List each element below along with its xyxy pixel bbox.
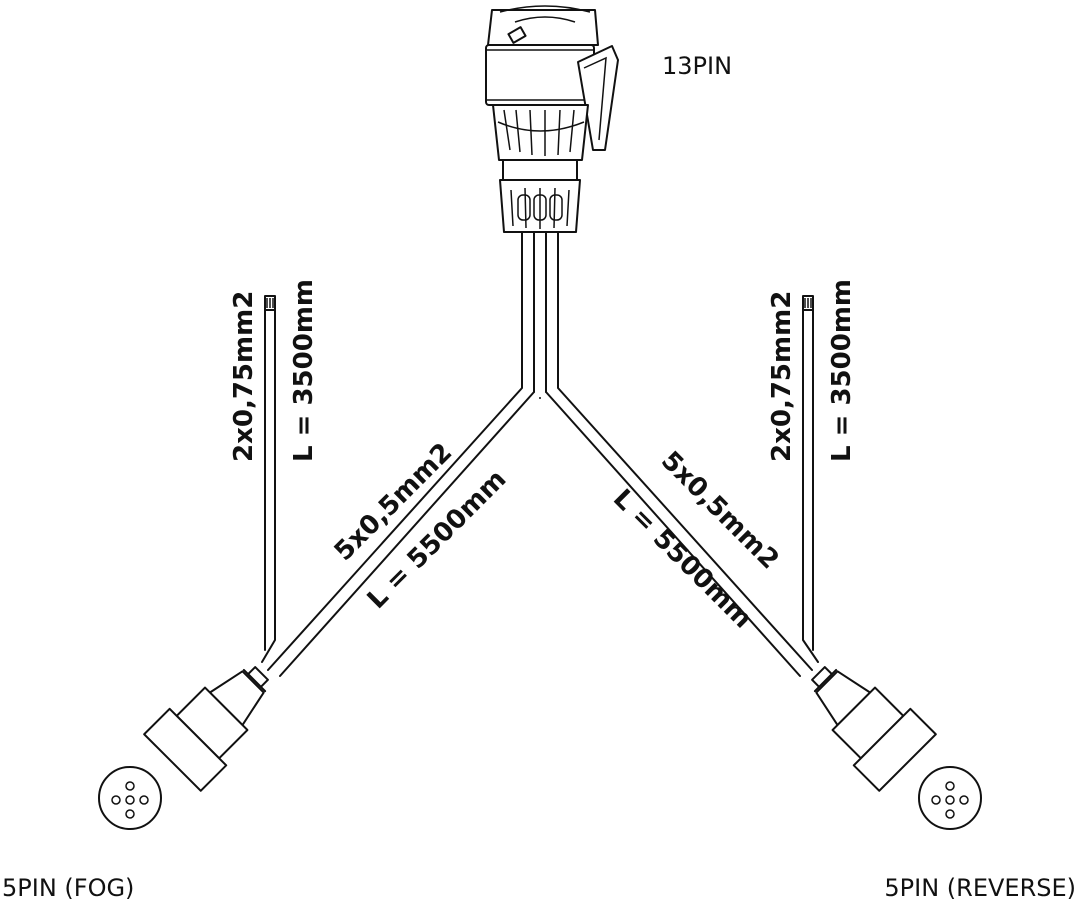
socket-right-drawing — [811, 666, 937, 792]
socket-right-label: 5PIN (REVERSE) — [884, 874, 1076, 902]
side-wire-right-drawing — [802, 295, 819, 663]
side-wire-right-spec: 2x0,75mm2 — [767, 291, 797, 462]
socket-right-face — [918, 766, 982, 830]
socket-left-drawing — [143, 666, 269, 792]
main-cable — [267, 231, 813, 677]
side-wire-left-length: L = 3500mm — [289, 279, 319, 462]
side-wire-right-length: L = 3500mm — [827, 279, 857, 462]
side-wire-left-spec: 2x0,75mm2 — [229, 291, 259, 462]
side-wire-left-drawing — [261, 295, 276, 663]
plug-13pin-drawing — [485, 5, 619, 233]
plug-13pin-label: 13PIN — [662, 52, 732, 80]
socket-left-face — [98, 766, 162, 830]
socket-left-label: 5PIN (FOG) — [2, 874, 134, 902]
